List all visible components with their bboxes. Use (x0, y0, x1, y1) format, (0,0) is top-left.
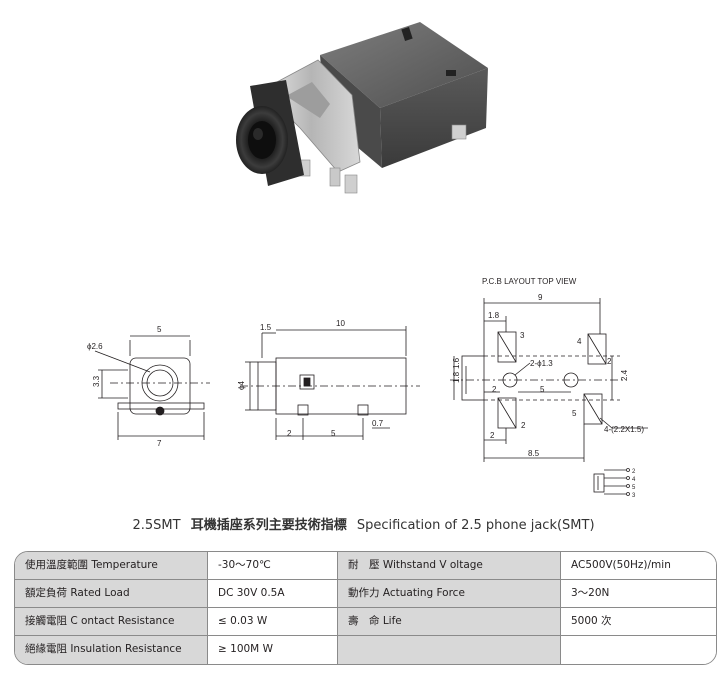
side-dim-pin-spacing: 5 (331, 429, 336, 438)
spec-value: ≥ 100M W (208, 636, 338, 664)
table-row: 接觸電阻 C ontact Resistance ≤ 0.03 W 壽 命 Li… (15, 608, 716, 636)
spec-value: ≤ 0.03 W (208, 608, 338, 635)
pcb-dim-slot-b: 1.8 (452, 371, 461, 383)
table-row: 額定負荷 Rated Load DC 30V 0.5A 動作力 Actuatin… (15, 580, 716, 608)
caption-english: Specification of 2.5 phone jack(SMT) (356, 518, 595, 533)
pcb-pad-label-3: 3 (520, 331, 525, 340)
table-row: 絕緣電阻 Insulation Resistance ≥ 100M W (15, 636, 716, 664)
spec-table: 使用溫度範圍 Temperature -30～70℃ 耐 壓 Withstand… (14, 551, 717, 665)
side-dim-pin-offset: 2 (287, 429, 292, 438)
spec-label: 額定負荷 Rated Load (15, 580, 208, 607)
spec-label-empty (338, 636, 561, 664)
product-photo (236, 22, 488, 194)
front-dim-height: 3.3 (92, 375, 101, 387)
side-dim-diameter: ϕ4 (237, 381, 246, 390)
pcb-dim-pad-span: 8.5 (528, 449, 540, 458)
pcb-title: P.C.B LAYOUT TOP VIEW (482, 277, 577, 286)
spec-value-empty (561, 636, 716, 664)
spec-label: 絕緣電阻 Insulation Resistance (15, 636, 208, 664)
spec-caption: 2.5SMT 耳機插座系列主要技術指標 Specification of 2.5… (0, 514, 727, 533)
pcb-dim-overall-width: 9 (538, 293, 543, 302)
schematic-pin-4: 4 (632, 477, 636, 483)
spec-value: AC500V(50Hz)/min (561, 552, 716, 579)
schematic-pin-3: 3 (632, 493, 636, 499)
pcb-dim-holes: 2-ϕ1.3 (530, 359, 553, 368)
spec-value: 3～20N (561, 580, 716, 607)
schematic-pin-2: 2 (632, 469, 636, 475)
technical-drawings: 5 ϕ2.6 3.3 7 1.5 10 ϕ4 2 5 0.7 P.C.B LAY… (87, 277, 648, 499)
pcb-dim-hole-spacing: 5 (540, 385, 545, 394)
side-dim-pin-width: 0.7 (372, 419, 384, 428)
pcb-pad-label-2a: 2 (521, 421, 526, 430)
spec-label: 接觸電阻 C ontact Resistance (15, 608, 208, 635)
pcb-dim-bottom-offset: 2 (490, 431, 495, 440)
pcb-dim-pad-height: 2.4 (620, 369, 629, 381)
pcb-pad-label-5: 5 (572, 409, 577, 418)
front-dim-width-bottom: 7 (157, 439, 162, 448)
spec-value: -30～70℃ (208, 552, 338, 579)
front-view-drawing (94, 335, 210, 440)
table-row: 使用溫度範圍 Temperature -30～70℃ 耐 壓 Withstand… (15, 552, 716, 580)
spec-value: 5000 次 (561, 608, 716, 635)
pcb-dim-slot-a: 1.6 (452, 357, 461, 369)
spec-label: 動作力 Actuating Force (338, 580, 561, 607)
front-dim-hole-diameter: ϕ2.6 (87, 342, 103, 351)
spec-label: 壽 命 Life (338, 608, 561, 635)
pcb-pad-label-2b: 2 (607, 357, 612, 366)
spec-label: 耐 壓 Withstand V oltage (338, 552, 561, 579)
pcb-layout-drawing (450, 298, 648, 496)
schematic-pin-5: 5 (632, 485, 636, 491)
side-dim-length: 10 (336, 319, 345, 328)
pcb-pad-label-4: 4 (577, 337, 582, 346)
side-dim-bezel: 1.5 (260, 323, 272, 332)
pcb-dim-pads: 4-(2.2X1.5) (604, 425, 644, 434)
pcb-dim-pad-offset: 1.8 (488, 311, 500, 320)
caption-model: 2.5SMT (132, 518, 181, 533)
spec-label: 使用溫度範圍 Temperature (15, 552, 208, 579)
front-dim-width-top: 5 (157, 325, 162, 334)
pcb-dim-hole-offset: 2 (492, 385, 497, 394)
spec-value: DC 30V 0.5A (208, 580, 338, 607)
caption-chinese: 耳機插座系列主要技術指標 (190, 518, 347, 533)
side-view-drawing (240, 326, 420, 440)
